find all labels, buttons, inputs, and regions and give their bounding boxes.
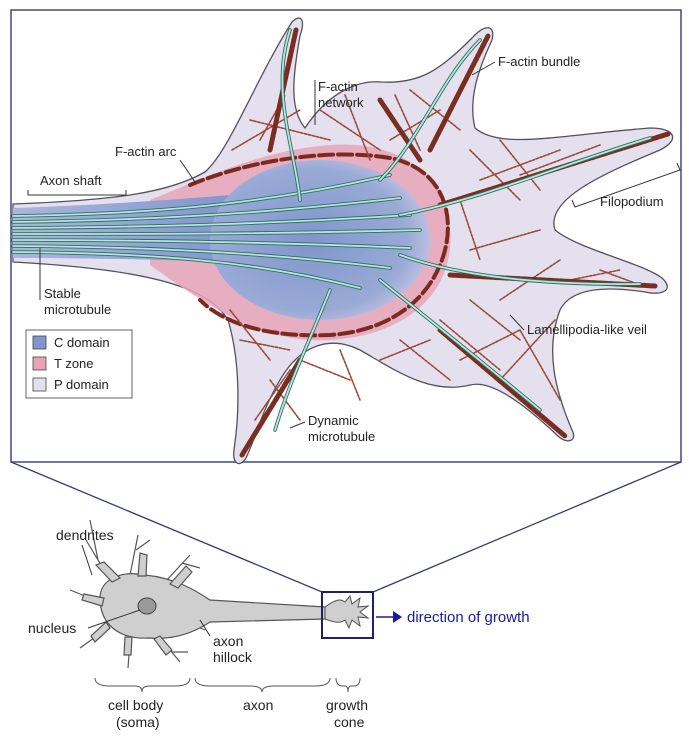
svg-text:microtubule: microtubule [44, 302, 111, 317]
svg-text:Stable: Stable [44, 286, 81, 301]
direction-arrow [376, 611, 402, 623]
svg-text:F-actin arc: F-actin arc [115, 144, 177, 159]
svg-text:axon: axon [213, 633, 243, 649]
label-direction-of-growth: direction of growth [407, 609, 530, 626]
zoom-connector-right [373, 462, 681, 592]
label-axon-hillock: axon hillock [200, 620, 253, 665]
label-soma: (soma) [116, 714, 160, 730]
label-axon: axon [243, 697, 273, 713]
svg-text:microtubule: microtubule [308, 429, 375, 444]
legend-item-c-domain: C domain [33, 335, 110, 350]
svg-text:Filopodium: Filopodium [600, 194, 664, 209]
legend: C domain T zone P domain [26, 330, 132, 398]
svg-text:Dynamic: Dynamic [308, 413, 359, 428]
label-growth-cone-1: growth [326, 697, 368, 713]
brace-cell-body [95, 678, 190, 692]
growth-cone-mini [325, 596, 368, 628]
svg-text:F-actin: F-actin [318, 79, 358, 94]
svg-text:F-actin bundle: F-actin bundle [498, 54, 580, 69]
svg-text:C domain: C domain [54, 335, 110, 350]
svg-text:T zone: T zone [54, 356, 94, 371]
label-cell-body: cell body [108, 697, 163, 713]
svg-text:Lamellipodia-like veil: Lamellipodia-like veil [527, 322, 647, 337]
svg-text:Axon shaft: Axon shaft [40, 173, 102, 188]
legend-item-p-domain: P domain [33, 377, 109, 392]
brace-growth-cone [336, 678, 360, 692]
svg-text:network: network [318, 95, 364, 110]
svg-text:P domain: P domain [54, 377, 109, 392]
label-growth-cone-2: cone [334, 714, 365, 730]
legend-item-t-zone: T zone [33, 356, 94, 371]
c-domain-shape [210, 160, 430, 320]
svg-text:nucleus: nucleus [28, 620, 76, 636]
brace-axon [195, 678, 330, 692]
svg-text:dendrites: dendrites [56, 527, 114, 543]
svg-text:hillock: hillock [213, 649, 253, 665]
nucleus-shape [138, 598, 156, 614]
